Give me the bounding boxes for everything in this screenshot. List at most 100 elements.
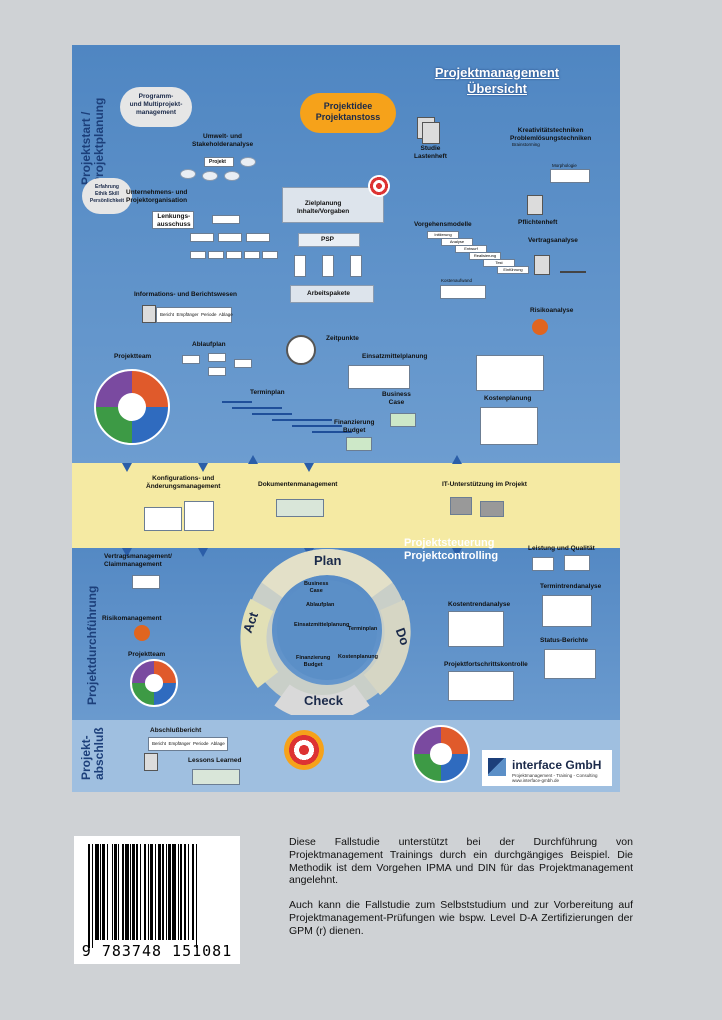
cost-trend-label: Kostentrendanalyse — [448, 601, 511, 608]
isbn-barcode: 9 783748 151081 — [74, 836, 240, 964]
psp-node — [322, 255, 334, 277]
logo-name: interface GmbH — [512, 758, 602, 772]
work-packages-box: Arbeitspakete — [290, 285, 374, 303]
flowchart-label: Ablaufplan — [192, 341, 226, 348]
risk-analysis-label: Risikoanalyse — [530, 307, 574, 314]
goal-planning-label: Zielplanung Inhalte/Vorgaben — [297, 200, 350, 215]
barcode-bar — [125, 844, 129, 940]
spec-document-icon — [527, 195, 543, 215]
gantt-bar — [272, 419, 332, 421]
config-mgmt-label: Konfigurations- und Änderungsmanagement — [146, 475, 221, 490]
cycle-resources: Einsatzmittelplanung — [294, 622, 350, 628]
computer-icon — [450, 497, 472, 515]
report-document-icon — [142, 305, 156, 323]
arrow-up-icon — [452, 455, 462, 464]
org-node — [244, 251, 260, 259]
blurb-paragraph-1: Diese Fallstudie unterstützt bei der Dur… — [289, 836, 633, 887]
report-columns: Bericht Empfänger Periode Ablage — [160, 312, 233, 317]
barcode-bar — [144, 844, 146, 940]
creativity-label: Kreativitätstechniken Problemlösungstech… — [510, 127, 592, 142]
project-node-label: Projekt — [209, 159, 226, 165]
barcode-digits: 9 783748 151081 — [81, 942, 233, 960]
project-team-label-2: Projektteam — [128, 651, 166, 658]
milestones-label: Zeitpunkte — [326, 335, 359, 342]
psp-box: PSP — [298, 233, 360, 247]
project-team-pie — [130, 659, 178, 707]
barcode-bar — [139, 844, 141, 940]
contract-document-icon — [534, 255, 550, 275]
cost-trend-chart — [448, 611, 504, 647]
logo-subtitle: Projektmanagement - Training - Consultin… — [512, 773, 598, 783]
barcode-bar — [114, 844, 117, 940]
barcode-bar — [178, 844, 180, 940]
arrow-down-icon — [304, 463, 314, 472]
barcode-bar — [112, 844, 114, 940]
pdca-cycle: Plan Do Check Act Business Case Ablaufpl… — [232, 545, 422, 721]
study-label: Studie Lastenheft — [414, 145, 447, 160]
risk-mgmt-label: Risikomanagement — [102, 615, 162, 622]
barcode-bar — [166, 844, 168, 940]
barcode-bar — [100, 844, 102, 940]
cycle-plan-label: Plan — [314, 553, 342, 568]
team-figures-icon — [145, 674, 163, 692]
barcode-bar — [121, 844, 124, 940]
status-report-sheet — [544, 649, 596, 679]
scales-icon — [560, 257, 586, 273]
it-support-label: IT-Unterstützung im Projekt — [442, 481, 527, 488]
barcode-bar — [162, 844, 164, 940]
contract-stamp-icon — [132, 575, 160, 589]
barcode-bar — [180, 844, 182, 940]
printer-icon — [532, 557, 554, 571]
closing-report-columns: Bericht Empfänger Periode Ablage — [152, 741, 225, 746]
printer-icon — [564, 555, 590, 571]
controlling-label: Projektsteuerung Projektcontrolling — [404, 537, 499, 562]
lessons-learned-label: Lessons Learned — [188, 757, 242, 764]
barcode-bar — [192, 844, 194, 940]
barcode-bar — [130, 844, 132, 940]
cycle-flowchart: Ablaufplan — [306, 602, 335, 608]
arrow-up-icon — [248, 455, 258, 464]
company-logo: interface GmbH Projektmanagement - Train… — [482, 750, 612, 786]
flow-node — [182, 355, 200, 364]
barcode-bar — [187, 844, 189, 940]
lessons-folders-icon — [192, 769, 240, 785]
barcode-bar — [107, 844, 109, 940]
org-node — [212, 215, 240, 224]
schedule-label: Terminplan — [250, 389, 285, 396]
money-icon — [346, 437, 372, 451]
psp-node — [350, 255, 362, 277]
resource-chart — [348, 365, 410, 389]
org-node — [190, 251, 206, 259]
phase-label-execution: Projektdurchführung — [85, 585, 99, 705]
status-reports-label: Status-Berichte — [540, 637, 589, 644]
stakeholder-bubble — [224, 171, 240, 181]
org-node — [262, 251, 278, 259]
waterfall-step: Einführung — [497, 266, 529, 274]
cover-poster: Projektstart / Projektplanung Projektdur… — [72, 45, 620, 792]
blurb-paragraph-2: Auch kann die Fallstudie zum Selbststudi… — [289, 899, 633, 937]
team-figures-icon — [430, 743, 452, 765]
org-node — [208, 251, 224, 259]
goal-planning-box: Zielplanung Inhalte/Vorgaben — [282, 187, 384, 223]
arrow-down-icon — [452, 548, 462, 557]
target-icon — [368, 175, 390, 197]
closing-report-table: Bericht Empfänger Periode Ablage — [148, 737, 228, 751]
arrow-down-icon — [122, 463, 132, 472]
pdca-ring — [240, 549, 411, 721]
barcode-bar — [136, 844, 139, 940]
progress-chart — [448, 671, 514, 701]
business-case-label: Business Case — [382, 391, 411, 406]
flow-node — [208, 353, 226, 362]
contract-analysis-label: Vertragsanalyse — [528, 237, 578, 244]
cost-effort-label: Kostenaufwand — [441, 278, 473, 283]
org-node — [246, 233, 270, 242]
closing-team-pie — [412, 725, 470, 783]
psp-label: PSP — [321, 236, 335, 243]
brainstorming-label: Brainstorming — [512, 142, 540, 147]
psp-node — [294, 255, 306, 277]
computer-icon — [480, 501, 504, 517]
morphology-table: Morphologie — [550, 163, 590, 183]
cost-planning-label: Kostenplanung — [484, 395, 532, 402]
pflichtenheft-label: Pflichtenheft — [518, 219, 558, 226]
barcode-bar — [157, 844, 162, 940]
